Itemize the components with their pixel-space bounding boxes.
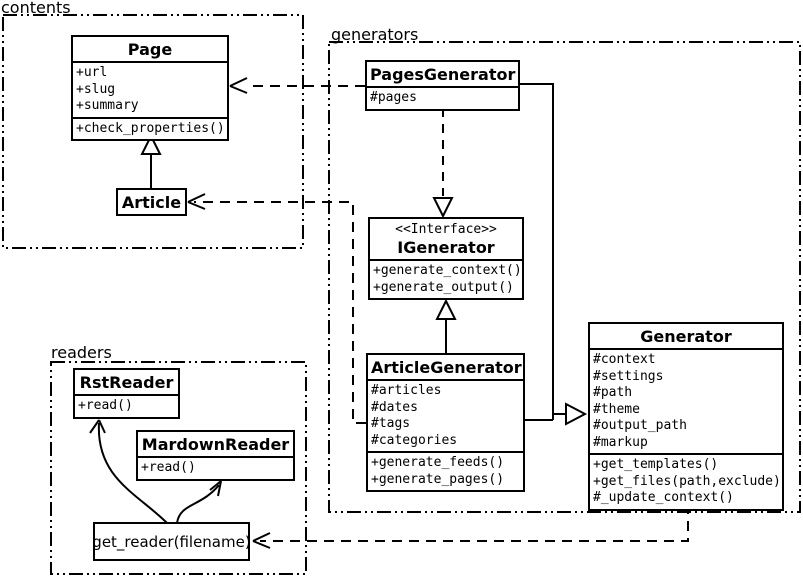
class-page-title: Page [73, 37, 227, 61]
edge-generators-to-generator [520, 84, 585, 424]
class-articlegenerator-methods: +generate_feeds() +generate_pages() [368, 451, 523, 490]
edge-pagesgenerator-to-page [230, 78, 365, 93]
class-igenerator-stereotype: <<Interface>> [370, 219, 522, 238]
class-generator-title: Generator [590, 324, 782, 348]
method: +generate_pages() [368, 472, 523, 489]
method: +generate_feeds() [368, 455, 523, 472]
class-page: Page +url +slug +summary +check_properti… [71, 35, 229, 141]
method: +generate_context() [370, 263, 522, 280]
attribute: +url [73, 65, 227, 82]
method: +get_templates() [590, 457, 782, 474]
class-article: Article [116, 188, 187, 216]
attribute: +summary [73, 98, 227, 115]
edge-generator-to-getreader [253, 504, 688, 548]
edge-getreader-to-mardownreader [177, 481, 221, 523]
attribute: #pages [367, 90, 518, 107]
package-label-generators: generators [331, 27, 418, 43]
attribute: #context [590, 352, 782, 369]
method: +read() [75, 398, 178, 415]
method: #_update_context() [590, 490, 782, 507]
attribute: #settings [590, 369, 782, 386]
class-igenerator: <<Interface>> IGenerator +generate_conte… [368, 217, 524, 300]
attribute: +slug [73, 82, 227, 99]
class-page-methods: +check_properties() [73, 117, 227, 140]
attribute: #markup [590, 435, 782, 452]
method: +generate_output() [370, 280, 522, 297]
class-pagesgenerator-attributes: #pages [367, 86, 518, 109]
attribute: #output_path [590, 418, 782, 435]
class-mardownreader-title: MardownReader [138, 432, 293, 456]
package-label-readers: readers [51, 345, 112, 361]
attribute: #tags [368, 416, 523, 433]
edge-articlegenerator-to-article [188, 194, 366, 423]
class-articlegenerator: ArticleGenerator #articles #dates #tags … [366, 353, 525, 492]
package-label-contents: contents [1, 0, 71, 16]
method: +get_files(path,exclude) [590, 474, 782, 491]
class-page-attributes: +url +slug +summary [73, 61, 227, 117]
method: +read() [138, 460, 293, 477]
class-articlegenerator-title: ArticleGenerator [368, 355, 523, 379]
class-rstreader-methods: +read() [75, 394, 178, 417]
attribute: #articles [368, 383, 523, 400]
class-igenerator-title: IGenerator [370, 238, 522, 259]
class-mardownreader: MardownReader +read() [136, 430, 295, 481]
method: +check_properties() [73, 121, 227, 138]
class-pagesgenerator: PagesGenerator #pages [365, 60, 520, 111]
edge-pagesgenerator-to-igenerator [434, 108, 452, 216]
attribute: #theme [590, 402, 782, 419]
class-articlegenerator-attributes: #articles #dates #tags #categories [368, 379, 523, 451]
class-igenerator-methods: +generate_context() +generate_output() [370, 259, 522, 298]
edge-articlegenerator-to-igenerator [437, 301, 455, 353]
class-generator-attributes: #context #settings #path #theme #output_… [590, 348, 782, 453]
edge-article-to-page [142, 136, 160, 188]
class-pagesgenerator-title: PagesGenerator [367, 62, 518, 86]
attribute: #categories [368, 433, 523, 450]
class-rstreader-title: RstReader [75, 370, 178, 394]
attribute: #dates [368, 400, 523, 417]
class-article-title: Article [118, 190, 185, 214]
function-get-reader: get_reader(filename) [93, 522, 250, 561]
class-mardownreader-methods: +read() [138, 456, 293, 479]
class-generator-methods: +get_templates() +get_files(path,exclude… [590, 453, 782, 509]
class-rstreader: RstReader +read() [73, 368, 180, 419]
attribute: #path [590, 385, 782, 402]
class-generator: Generator #context #settings #path #them… [588, 322, 784, 511]
